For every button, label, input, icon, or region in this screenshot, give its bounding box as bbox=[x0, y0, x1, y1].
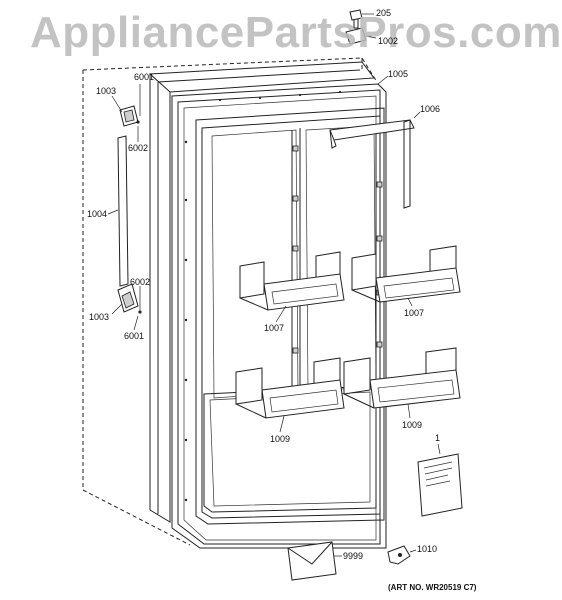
upper-bin-right bbox=[351, 245, 461, 303]
callout-1009-right: 1009 bbox=[402, 420, 423, 430]
callout-6001-top: 6001 bbox=[134, 72, 155, 82]
callout-1003-bottom: 1003 bbox=[89, 312, 110, 322]
callout-1: 1 bbox=[435, 433, 441, 443]
door-outer-panel bbox=[148, 61, 375, 523]
callout-1007-right: 1007 bbox=[404, 308, 425, 318]
lower-bin-left bbox=[235, 357, 345, 419]
callout-9999: 9999 bbox=[343, 551, 364, 561]
upper-bin-left bbox=[239, 251, 345, 311]
callout-1005: 1005 bbox=[388, 69, 409, 79]
callout-1004: 1004 bbox=[87, 209, 108, 219]
art-number: (ART NO. WR20519 C7) bbox=[388, 583, 477, 592]
lower-bin-right bbox=[343, 347, 461, 409]
hinge-bracket-top bbox=[119, 105, 140, 127]
callout-1007-left: 1007 bbox=[264, 323, 285, 333]
callout-1006: 1006 bbox=[420, 104, 441, 114]
door-handle bbox=[329, 119, 415, 209]
flange-screw-dots bbox=[184, 90, 342, 502]
trim-strip bbox=[117, 135, 129, 287]
callout-6002-bottom: 6002 bbox=[130, 277, 151, 287]
callout-1010: 1010 bbox=[417, 544, 438, 554]
callout-1003-top: 1003 bbox=[96, 86, 117, 96]
door-outline-dashed bbox=[82, 57, 378, 546]
callout-205: 205 bbox=[376, 8, 392, 18]
literature-envelope bbox=[287, 541, 337, 581]
door-liner bbox=[195, 107, 385, 525]
callout-1002: 1002 bbox=[378, 36, 399, 46]
hinge-cam bbox=[345, 27, 367, 45]
watermark-text: AppliancePartsPros.com bbox=[30, 8, 562, 57]
callout-6001-bottom: 6001 bbox=[124, 331, 145, 341]
leader-lines bbox=[107, 13, 441, 557]
door-stop-part bbox=[387, 545, 411, 565]
owners-manual bbox=[417, 453, 463, 517]
top-hinge-pin bbox=[349, 9, 363, 29]
callout-1009-left: 1009 bbox=[270, 434, 291, 444]
hinge-bracket-bottom bbox=[117, 283, 142, 314]
callout-6002-top: 6002 bbox=[128, 143, 149, 153]
